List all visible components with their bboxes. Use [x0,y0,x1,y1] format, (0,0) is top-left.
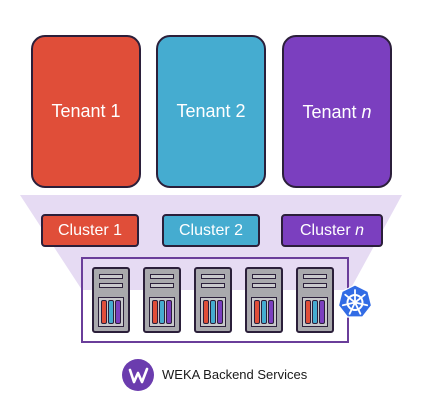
drive-icon [101,300,107,324]
server-slot [99,274,123,279]
weka-logo-icon [122,359,154,391]
server-slot [201,283,225,288]
cluster-1-box: Cluster 1 [41,214,139,247]
drive-icon [319,300,325,324]
tenant-1-box: Tenant 1 [31,35,141,188]
drive-icon [312,300,318,324]
tenant-n-box: Tenant n [282,35,392,188]
server-icon [296,267,334,333]
cluster-2-box: Cluster 2 [162,214,260,247]
drive-icon [159,300,165,324]
server-slot [252,283,276,288]
server-icon [245,267,283,333]
server-slot [150,274,174,279]
tenant-1-label: Tenant 1 [51,101,121,121]
cluster-1-label: Cluster 1 [57,221,123,239]
server-icon [143,267,181,333]
drive-icon [254,300,260,324]
server-slot [303,274,327,279]
tenant-2-box: Tenant 2 [156,35,266,188]
server-icon [92,267,130,333]
kubernetes-icon [337,284,373,318]
cluster-n-box: Cluster n [281,214,383,247]
tenant-n-suffix: n [361,102,372,122]
drive-icon [152,300,158,324]
cluster-n-suffix: n [355,221,365,239]
drive-icon [305,300,311,324]
backend-services-label: WEKA Backend Services [162,367,308,382]
drive-icon [210,300,216,324]
server-icon [194,267,232,333]
server-slot [150,283,174,288]
server-slot [252,274,276,279]
tenant-2-label: Tenant 2 [176,101,246,121]
drive-icon [166,300,172,324]
drive-icon [268,300,274,324]
tenant-n-label: Tenant [302,102,357,122]
cluster-n-label: Cluster [299,221,351,239]
server-slot [99,283,123,288]
cluster-2-label: Cluster 2 [178,221,244,239]
drive-icon [115,300,121,324]
server-slot [201,274,225,279]
server-slot [303,283,327,288]
drive-icon [261,300,267,324]
drive-icon [108,300,114,324]
drive-icon [217,300,223,324]
drive-icon [203,300,209,324]
